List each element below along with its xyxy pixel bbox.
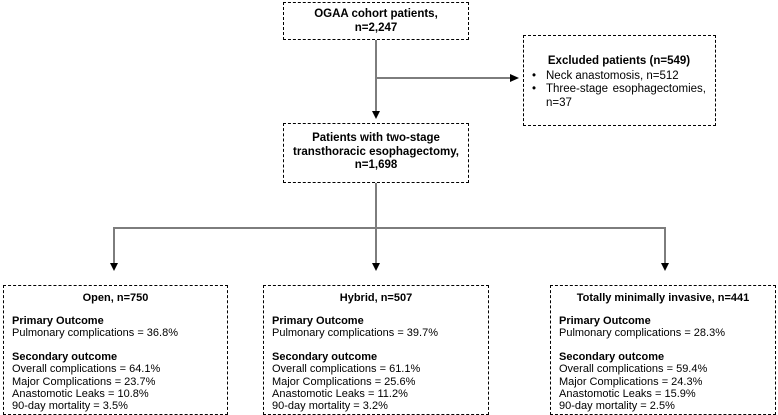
primary-outcome-heading: Primary Outcome bbox=[272, 315, 364, 327]
outcome-box-title: Hybrid, n=507 bbox=[339, 292, 413, 304]
tmi-outcome-box: Totally minimally invasive, n=441 Primar… bbox=[550, 285, 776, 415]
hybrid-outcome-box: Hybrid, n=507 Primary Outcome Pulmonary … bbox=[263, 285, 489, 415]
excluded-item-word2: esophagectomies, bbox=[612, 83, 706, 95]
arrow-down-icon bbox=[109, 263, 118, 271]
secondary-outcome-value: 90-day mortality = 3.5% bbox=[12, 400, 128, 413]
bullet-icon: • bbox=[532, 83, 537, 95]
arrow-down-icon bbox=[371, 111, 380, 119]
secondary-outcome-value: 90-day mortality = 3.2% bbox=[272, 400, 388, 413]
secondary-outcome-value: 90-day mortality = 2.5% bbox=[559, 400, 675, 413]
outcome-box-title: Totally minimally invasive, n=441 bbox=[576, 292, 750, 304]
secondary-outcome-heading: Secondary outcome bbox=[12, 350, 118, 363]
excluded-box-title: Excluded patients (n=549) bbox=[547, 55, 691, 67]
two-stage-box-line2: transthoracic esophagectomy, bbox=[293, 145, 459, 158]
excluded-item-word1: Three-stage bbox=[546, 83, 609, 95]
connector-branch-to-open bbox=[113, 227, 115, 264]
primary-outcome-value: Pulmonary complications = 28.3% bbox=[559, 327, 725, 340]
section-spacer bbox=[12, 340, 219, 351]
primary-outcome-value: Pulmonary complications = 36.8% bbox=[12, 327, 178, 340]
bullet-icon: • bbox=[532, 69, 537, 82]
cohort-box-line2: n=2,247 bbox=[354, 21, 398, 34]
secondary-outcome-value: Overall complications = 59.4% bbox=[559, 363, 708, 376]
excluded-item-text-justified: Three-stage esophagectomies, bbox=[546, 83, 706, 97]
primary-outcome-value: Pulmonary complications = 39.7% bbox=[272, 327, 438, 340]
secondary-outcome-value: Anastomotic Leaks = 15.9% bbox=[559, 388, 696, 401]
outcome-box-title: Open, n=750 bbox=[82, 292, 149, 304]
primary-outcome-heading: Primary Outcome bbox=[559, 315, 651, 327]
cohort-box-line1: OGAA cohort patients, bbox=[314, 8, 438, 20]
excluded-box: Excluded patients (n=549) • Neck anastom… bbox=[523, 35, 716, 126]
secondary-outcome-value: Major Complications = 24.3% bbox=[559, 375, 703, 388]
secondary-outcome-heading: Secondary outcome bbox=[272, 350, 378, 363]
secondary-outcome-heading: Secondary outcome bbox=[559, 350, 665, 363]
arrow-down-icon bbox=[371, 263, 380, 271]
connector-middle-to-hybrid bbox=[375, 183, 377, 264]
arrow-right-icon bbox=[510, 73, 519, 82]
excluded-item-three-stage: • Three-stage esophagectomies, bbox=[532, 83, 706, 97]
excluded-item-continuation: n=37 bbox=[546, 96, 572, 109]
open-outcome-box: Open, n=750 Primary Outcome Pulmonary co… bbox=[3, 285, 228, 415]
excluded-item-text: Neck anastomosis, n=512 bbox=[546, 69, 679, 82]
connector-branch-to-tmi bbox=[664, 227, 666, 264]
connector-branch-horizontal bbox=[113, 227, 666, 229]
two-stage-box: Patients with two-stage transthoracic es… bbox=[283, 123, 469, 183]
arrow-down-icon bbox=[660, 263, 669, 271]
connector-to-excluded bbox=[377, 77, 510, 79]
secondary-outcome-value: Overall complications = 64.1% bbox=[12, 363, 161, 376]
secondary-outcome-value: Major Complications = 25.6% bbox=[272, 375, 416, 388]
section-spacer bbox=[272, 340, 480, 351]
secondary-outcome-value: Anastomotic Leaks = 11.2% bbox=[272, 388, 408, 401]
primary-outcome-heading: Primary Outcome bbox=[12, 315, 104, 327]
secondary-outcome-value: Anastomotic Leaks = 10.8% bbox=[12, 388, 149, 401]
secondary-outcome-value: Major Complications = 23.7% bbox=[12, 375, 156, 388]
connector-top-to-middle bbox=[375, 40, 377, 112]
excluded-item-neck-anastomosis: • Neck anastomosis, n=512 bbox=[532, 70, 706, 84]
secondary-outcome-value: Overall complications = 61.1% bbox=[272, 363, 421, 376]
cohort-box: OGAA cohort patients, n=2,247 bbox=[283, 2, 469, 40]
two-stage-box-line1: Patients with two-stage bbox=[312, 132, 440, 144]
section-spacer bbox=[559, 340, 767, 351]
two-stage-box-line3: n=1,698 bbox=[354, 159, 398, 171]
